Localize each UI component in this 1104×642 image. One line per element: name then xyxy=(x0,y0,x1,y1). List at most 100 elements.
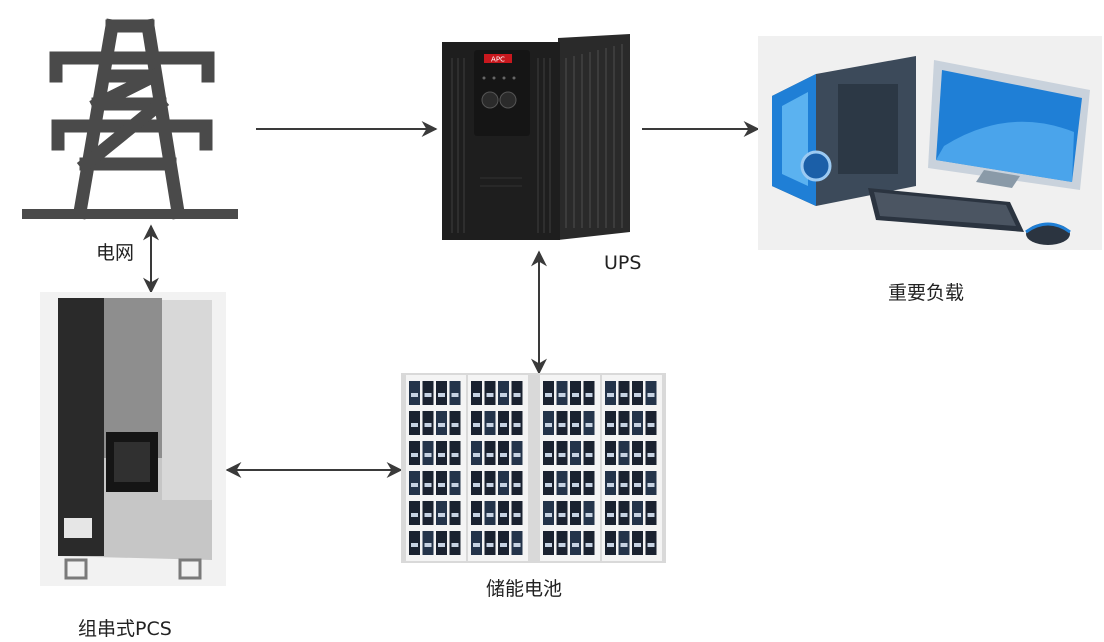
battery-cell-tag xyxy=(607,423,614,427)
battery-cell-tag xyxy=(438,543,445,547)
battery-cell-tag xyxy=(473,393,480,397)
battery-cell-tag xyxy=(500,423,507,427)
battery-cell-tag xyxy=(424,513,432,517)
battery-cell-tag xyxy=(473,483,480,487)
battery-cell-tag xyxy=(424,453,432,457)
battery-cell-tag xyxy=(620,423,628,427)
battery-rack-frame xyxy=(602,375,662,561)
battery-cell-tag xyxy=(411,483,418,487)
battery-cell-tag xyxy=(634,483,641,487)
battery-cell-tag xyxy=(451,423,459,427)
battery-cell-tag xyxy=(607,393,614,397)
battery-cell-tag xyxy=(634,393,641,397)
battery-cell-tag xyxy=(486,513,494,517)
battery-cell-tag xyxy=(572,453,579,457)
battery-cell-tag xyxy=(513,393,521,397)
battery-rack-image xyxy=(401,373,666,563)
battery-cell-tag xyxy=(438,423,445,427)
battery-cell-tag xyxy=(486,393,494,397)
battery-cell-tag xyxy=(513,543,521,547)
battery-rack-frame xyxy=(468,375,528,561)
battery-cell-tag xyxy=(500,453,507,457)
battery-cell-tag xyxy=(607,453,614,457)
ups-device-image: APC xyxy=(442,34,630,240)
battery-cell-tag xyxy=(486,453,494,457)
battery-cell-tag xyxy=(451,543,459,547)
battery-cell-tag xyxy=(473,453,480,457)
ups-label: UPS xyxy=(604,252,642,274)
string-pcs-node xyxy=(40,292,226,586)
battery-cell-tag xyxy=(558,513,566,517)
storage-battery-node xyxy=(401,373,666,563)
battery-cell-tag xyxy=(647,543,655,547)
battery-cell-tag xyxy=(634,453,641,457)
battery-cell-tag xyxy=(513,453,521,457)
battery-cell-tag xyxy=(607,513,614,517)
battery-cell-tag xyxy=(545,453,552,457)
ups-brand-logo: APC xyxy=(491,56,505,64)
battery-cell-tag xyxy=(620,393,628,397)
battery-cell-tag xyxy=(607,543,614,547)
battery-cell-tag xyxy=(500,543,507,547)
battery-cell-tag xyxy=(607,483,614,487)
battery-cell-tag xyxy=(620,483,628,487)
battery-cell-tag xyxy=(585,453,593,457)
battery-rack-frame xyxy=(540,375,600,561)
battery-cell-tag xyxy=(585,423,593,427)
critical-load-label: 重要负载 xyxy=(888,282,965,304)
battery-cell-tag xyxy=(513,483,521,487)
battery-cell-tag xyxy=(572,513,579,517)
battery-cell-tag xyxy=(424,543,432,547)
battery-cell-tag xyxy=(572,543,579,547)
battery-cell-tag xyxy=(585,483,593,487)
battery-cell-tag xyxy=(647,483,655,487)
battery-cell-tag xyxy=(438,453,445,457)
string-pcs-label: 组串式PCS xyxy=(78,618,172,640)
battery-cell-tag xyxy=(486,423,494,427)
desktop-computer-image xyxy=(772,56,1090,245)
battery-cell-tag xyxy=(558,453,566,457)
battery-cell-tag xyxy=(451,483,459,487)
battery-cell-tag xyxy=(620,543,628,547)
battery-cell-tag xyxy=(451,453,459,457)
battery-cell-tag xyxy=(634,543,641,547)
battery-cell-tag xyxy=(411,393,418,397)
battery-cell-tag xyxy=(620,453,628,457)
battery-cell-tag xyxy=(424,423,432,427)
battery-cell-tag xyxy=(558,483,566,487)
battery-cell-tag xyxy=(424,483,432,487)
battery-cell-tag xyxy=(513,513,521,517)
battery-cell-tag xyxy=(572,423,579,427)
battery-cell-tag xyxy=(424,393,432,397)
battery-cell-tag xyxy=(572,393,579,397)
battery-cell-tag xyxy=(411,423,418,427)
string-pcs-device-image xyxy=(58,298,212,580)
battery-cell-tag xyxy=(585,543,593,547)
battery-cell-tag xyxy=(500,483,507,487)
battery-cell-tag xyxy=(411,513,418,517)
battery-cell-tag xyxy=(473,543,480,547)
battery-cell-tag xyxy=(647,453,655,457)
battery-cell-tag xyxy=(545,423,552,427)
battery-cell-tag xyxy=(473,513,480,517)
battery-cell-tag xyxy=(558,543,566,547)
battery-cell-tag xyxy=(634,513,641,517)
battery-cell-tag xyxy=(486,543,494,547)
battery-cell-tag xyxy=(438,393,445,397)
battery-cell-tag xyxy=(585,513,593,517)
battery-cell-tag xyxy=(486,483,494,487)
battery-cell-tag xyxy=(500,513,507,517)
battery-cell-tag xyxy=(451,393,459,397)
battery-cell-tag xyxy=(545,393,552,397)
battery-cell-tag xyxy=(411,543,418,547)
battery-cell-tag xyxy=(411,453,418,457)
battery-cell-tag xyxy=(451,513,459,517)
battery-cell-tag xyxy=(647,423,655,427)
battery-cell-tag xyxy=(513,423,521,427)
battery-cell-tag xyxy=(438,483,445,487)
battery-cell-tag xyxy=(585,393,593,397)
battery-cell-tag xyxy=(500,393,507,397)
battery-cell-tag xyxy=(620,513,628,517)
battery-cell-tag xyxy=(473,423,480,427)
